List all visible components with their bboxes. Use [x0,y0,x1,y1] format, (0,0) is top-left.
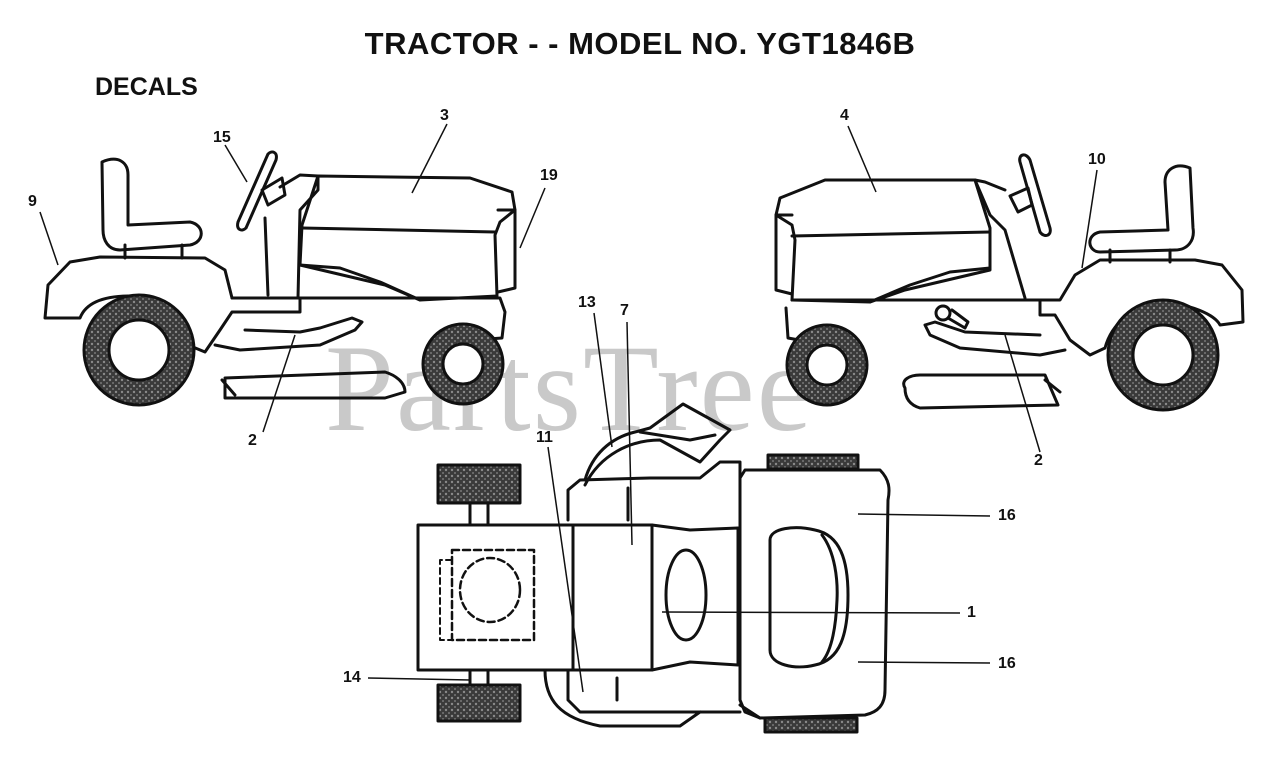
top-seat [583,402,732,487]
callout-2-right: 2 [1034,452,1043,469]
leader-lines [39,123,1098,693]
top-front-tire-lower [763,716,859,734]
top-rear-tire-upper [436,463,522,505]
top-fender [566,460,742,522]
top-rear-body [416,523,575,672]
right-hood [774,178,992,304]
top-view-tractor [416,402,891,734]
callout-1: 1 [967,604,976,621]
callout-15: 15 [213,129,231,146]
callout-19: 19 [540,167,558,184]
left-side-tractor [43,150,517,407]
right-seat [1088,164,1195,254]
callout-16-top: 16 [998,507,1016,524]
callout-13: 13 [578,294,596,311]
right-mower-deck [902,373,1060,410]
callout-2-left: 2 [248,432,257,449]
top-hood [738,468,891,720]
callout-10: 10 [1088,151,1106,168]
top-rear-tire-lower [436,683,522,723]
top-console [571,523,654,672]
left-hood [298,174,517,302]
top-hood-oval [768,526,850,669]
right-steering-wheel [1018,153,1052,237]
callout-7: 7 [620,302,629,319]
callout-14: 14 [343,669,361,686]
right-side-tractor [774,153,1245,412]
section-subtitle: DECALS [95,73,198,101]
top-front-tire-upper [766,453,860,471]
callout-4: 4 [840,107,849,124]
left-seat [100,157,203,252]
left-steering-wheel [236,150,278,232]
diagram-title: TRACTOR - - MODEL NO. YGT1846B [364,26,916,61]
top-steering-column [664,548,708,642]
left-mower-deck [223,370,407,400]
callout-3: 3 [440,107,449,124]
callout-16-bottom: 16 [998,655,1016,672]
callout-9: 9 [28,193,37,210]
callout-11: 11 [536,429,553,446]
